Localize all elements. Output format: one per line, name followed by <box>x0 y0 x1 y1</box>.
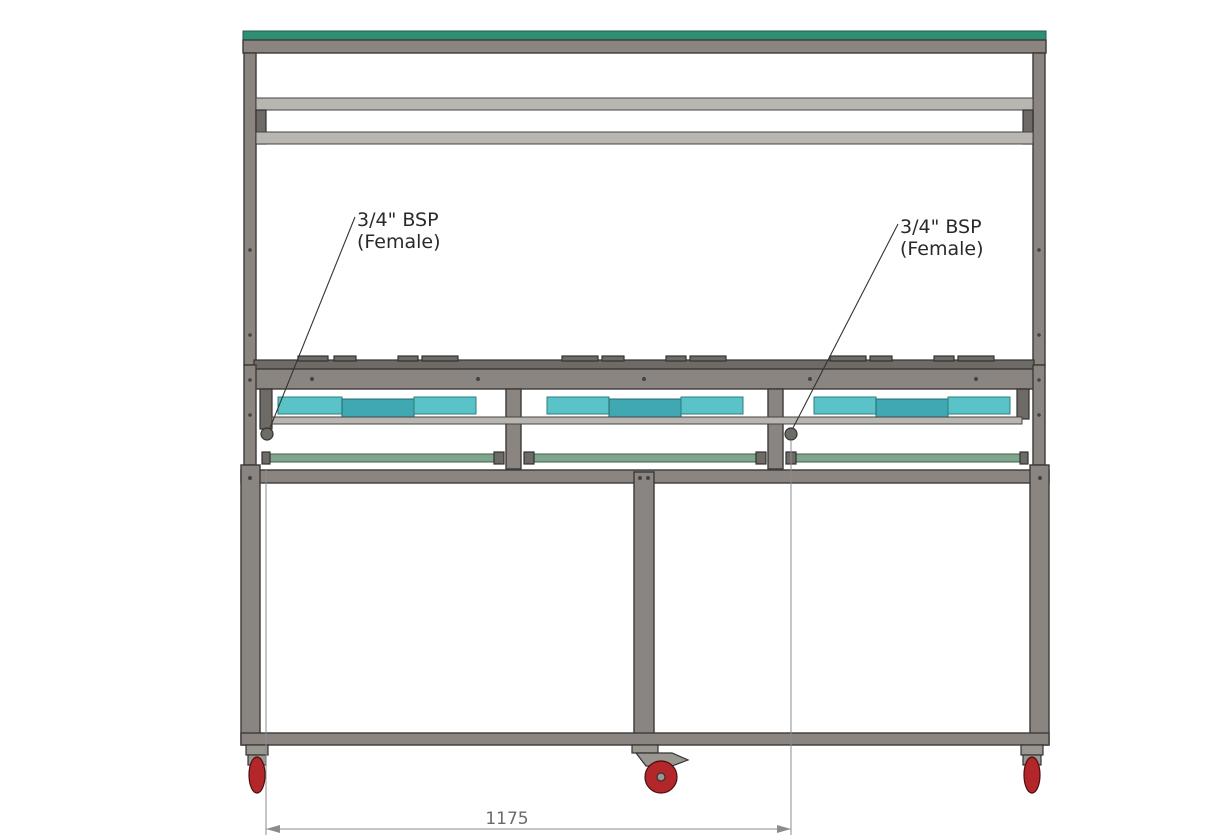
frame-bolts <box>248 248 1042 480</box>
left-callout-leader <box>269 216 356 429</box>
well-bay-3 <box>813 396 1011 420</box>
left-caster <box>245 744 269 794</box>
counter-top-edge <box>253 359 1035 370</box>
lower-frame-bottom-rail <box>240 732 1050 746</box>
lower-center-leg <box>633 471 655 741</box>
right-well-support <box>767 388 784 470</box>
counter-bolts <box>310 377 978 381</box>
upper-shelf-bottom <box>255 131 1034 145</box>
upper-shelf-top <box>255 97 1034 111</box>
left-callout-line2: (Female) <box>357 231 441 253</box>
dimension-arrow-left <box>266 825 280 833</box>
right-callout-line1: 3/4" BSP <box>900 216 982 238</box>
right-drain-fitting <box>784 427 798 441</box>
well-lid-bumps <box>297 355 995 362</box>
dimension-arrow-right <box>777 825 791 833</box>
right-caster <box>1020 744 1044 794</box>
lower-left-leg <box>240 464 261 746</box>
left-callout-line1: 3/4" BSP <box>357 209 439 231</box>
well-bay-2 <box>546 396 744 420</box>
left-end-bracket <box>259 388 273 430</box>
well-bay-1 <box>277 396 477 420</box>
dimension-value: 1175 <box>485 809 528 829</box>
drain-pipe-right <box>795 453 1021 463</box>
top-frame-rail <box>242 39 1047 54</box>
right-end-bracket <box>1016 388 1030 420</box>
left-well-support <box>505 388 522 470</box>
lower-right-leg <box>1029 464 1050 746</box>
drain-pipe-left <box>269 453 497 463</box>
left-drain-fitting <box>260 427 274 441</box>
right-callout-line2: (Female) <box>900 238 984 260</box>
center-caster <box>631 744 690 794</box>
right-callout-leader <box>792 223 899 429</box>
top-glass-panel <box>242 30 1047 41</box>
right-upper-post <box>1032 52 1046 366</box>
drain-pipe-mid <box>533 453 757 463</box>
well-lower-rail <box>271 416 1023 425</box>
left-upper-post <box>243 52 257 366</box>
